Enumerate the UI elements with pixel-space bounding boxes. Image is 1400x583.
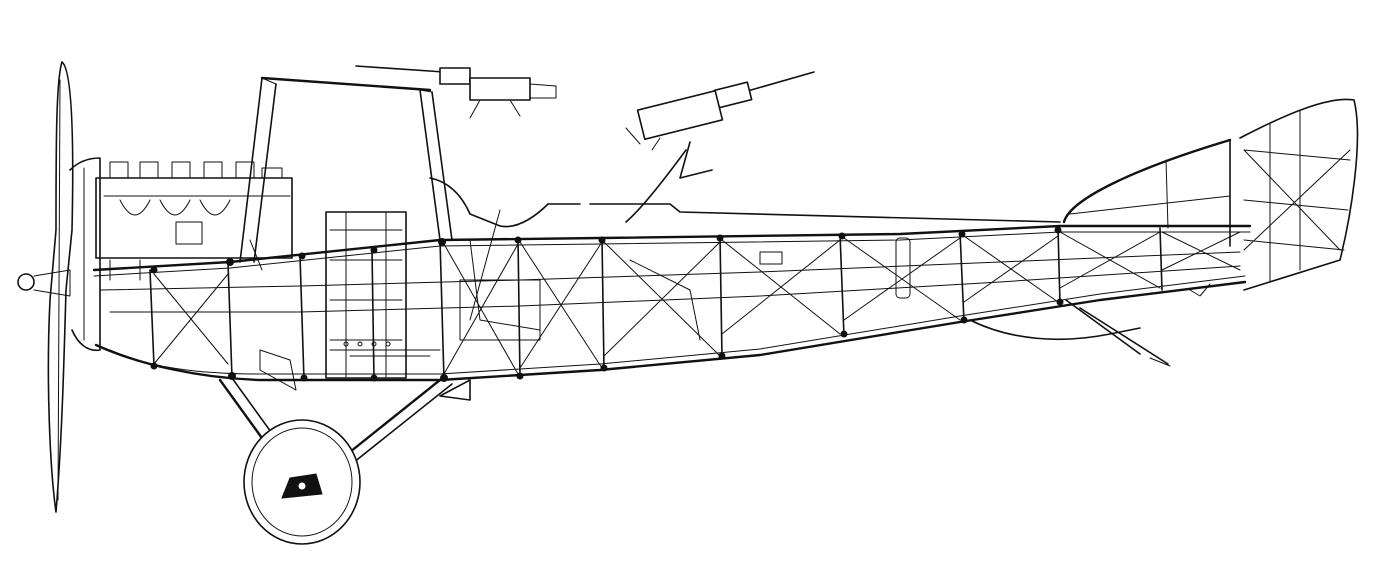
- pilot-cockpit: [429, 177, 581, 341]
- tail-skid: [1065, 283, 1211, 367]
- cabane-struts: [239, 76, 453, 263]
- nose-cowling: [69, 157, 101, 352]
- wheel-icon: [243, 419, 361, 545]
- observer-cockpit: [589, 203, 1061, 341]
- lower-fairing: [969, 319, 1141, 341]
- engine-icon: [95, 161, 293, 281]
- instrument-details: [329, 237, 911, 357]
- fuel-tank: [325, 211, 407, 379]
- machine-gun-icon: [355, 65, 557, 119]
- tail-fin-icon: [1062, 98, 1359, 291]
- propeller-icon: [17, 61, 74, 513]
- machine-gun-icon: [625, 71, 815, 223]
- fuselage-frame: [92, 224, 1252, 382]
